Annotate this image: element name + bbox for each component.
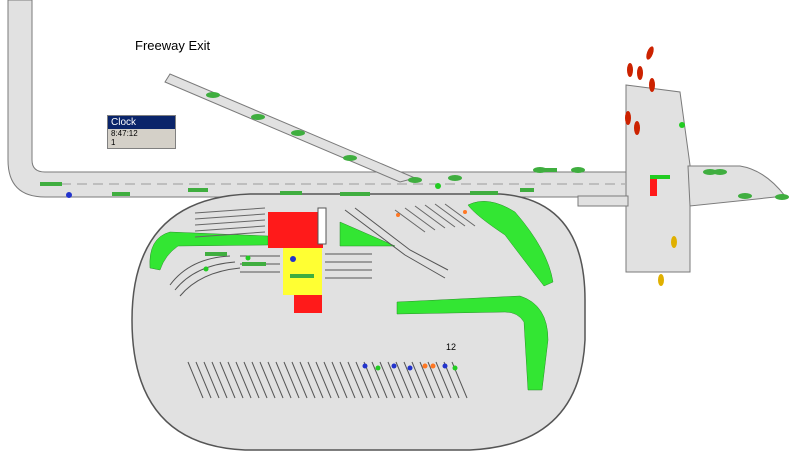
queue-car-icon [625,46,655,135]
parking-stalls-top [194,207,266,238]
building-south [294,295,322,313]
building-main [268,212,323,248]
car-icon [40,92,789,278]
clock-day: 1 [111,138,116,147]
grass-east-arc [467,201,554,287]
clock-title[interactable]: Clock [108,116,175,129]
plaza-lanes [169,207,449,297]
signal-arm [650,175,670,179]
clock-window[interactable]: Clock 8:47:12 1 [107,115,176,149]
building-annex [317,207,327,245]
side-pad [577,195,629,207]
clock-time: 8:47:12 [111,129,138,138]
parking-stalls-main [187,361,468,399]
title-label: Freeway Exit [135,38,211,53]
grass-lower-L [396,295,549,391]
person-icon [66,122,685,371]
parking-lot [131,193,586,451]
east-road [687,165,786,207]
parking-stalls-diag [394,203,476,233]
plaza [283,248,322,295]
grass-triangle [339,221,396,247]
turning-car-icon [658,236,677,286]
lot-count: 12 [446,342,457,352]
signal-icon [650,178,657,196]
exit-ramp [164,73,417,183]
